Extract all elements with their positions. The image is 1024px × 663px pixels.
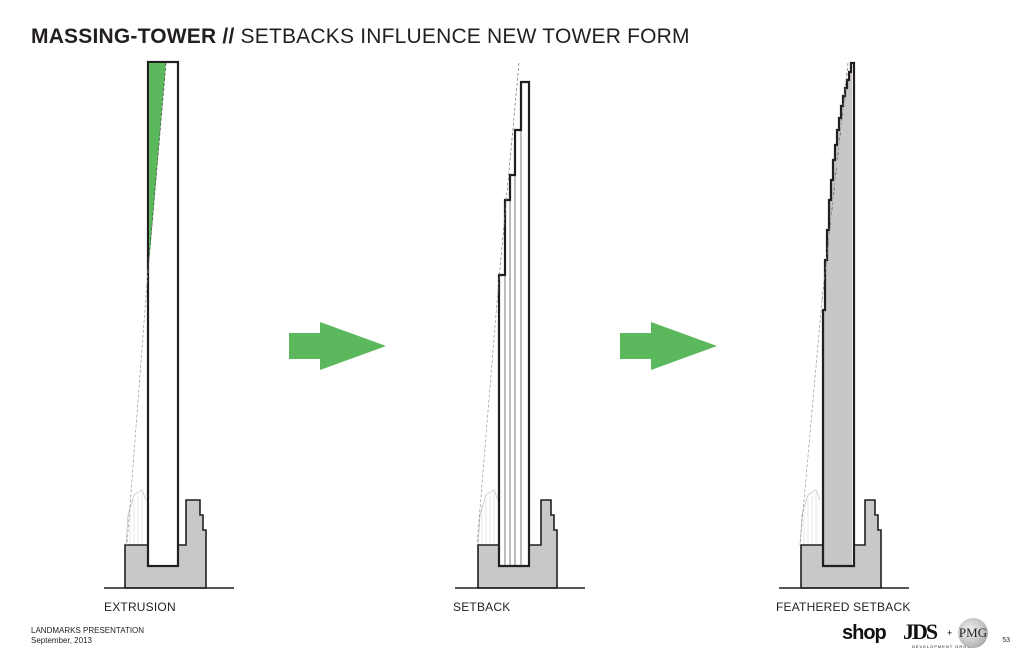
logo-plus: +: [947, 628, 953, 638]
setback-sky-line-lower: [476, 289, 499, 546]
arrow-right-icon: [620, 322, 717, 370]
feathered-diagram: [779, 61, 909, 589]
extrusion-diagram: [104, 60, 234, 589]
pmg-logo-text: PMG: [958, 625, 988, 640]
feathered-sky-line-lower: [799, 299, 823, 546]
setback-step-lines: [504, 130, 522, 566]
feathered-tower: [821, 61, 856, 568]
shop-logo: shop: [842, 622, 887, 644]
feathered-ghost-lines: [803, 493, 817, 545]
footer-line-1: LANDMARKS PRESENTATION: [31, 626, 145, 635]
jds-logo: JDS: [903, 619, 938, 644]
setback-tower: [497, 80, 531, 568]
feathered-step-lines: [824, 72, 852, 566]
title-bold: MASSING-TOWER: [31, 25, 217, 48]
extrusion-ghost-lines: [129, 493, 143, 545]
setback-ghost-lines: [481, 493, 495, 545]
feathered-ghost-building: [799, 489, 821, 546]
setback-sky-line-upper: [497, 62, 520, 291]
footer-line-2: September, 2013: [31, 636, 92, 645]
pmg-logo: PMG: [958, 618, 988, 648]
arrow-right-icon: [289, 322, 386, 370]
extrusion-ghost-building: [125, 489, 147, 546]
caption-extrusion: EXTRUSION: [104, 600, 176, 614]
caption-feathered-setback: FEATHERED SETBACK: [776, 600, 911, 614]
extrusion-sky-line-lower: [126, 269, 149, 546]
jds-logo-subtitle: DEVELOPMENT GROUP: [912, 644, 975, 649]
setback-ghost-building: [477, 489, 499, 546]
title-rest: SETBACKS INFLUENCE NEW TOWER FORM: [240, 25, 690, 48]
page-title: MASSING-TOWER // SETBACKS INFLUENCE NEW …: [31, 25, 690, 49]
title-separator: //: [216, 25, 241, 48]
setback-diagram: [455, 62, 585, 589]
footer: LANDMARKS PRESENTATION September, 2013: [31, 626, 144, 646]
page-number: 53: [1002, 637, 1010, 644]
caption-setback: SETBACK: [453, 600, 511, 614]
